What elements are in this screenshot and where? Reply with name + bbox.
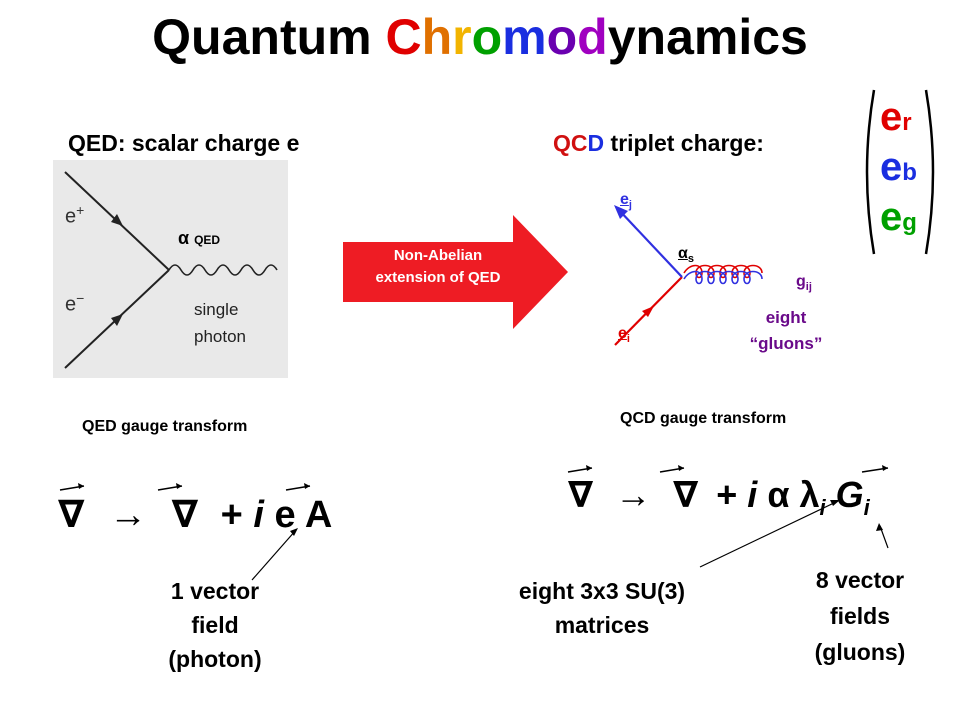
qcd-heading-c: C bbox=[570, 130, 588, 156]
qed-e-plus: e+ bbox=[65, 202, 85, 228]
qcd-heading-d: D bbox=[587, 130, 605, 156]
qed-transform-label: QED gauge transform bbox=[82, 418, 248, 435]
nabla-symbol-2: ∇ bbox=[673, 474, 699, 515]
charge-blue: eb bbox=[880, 145, 917, 189]
qed-diagram-lines bbox=[64, 171, 278, 369]
qcd-gluon-label: eight“gluons” bbox=[749, 308, 823, 353]
title-segment: Quantum bbox=[152, 9, 386, 65]
qcd-gij: gij bbox=[796, 273, 812, 294]
title-segment: ynamics bbox=[607, 9, 808, 65]
qcd-coupling: αs bbox=[678, 245, 694, 266]
qed-heading: QED: scalar charge e bbox=[68, 130, 300, 156]
arrow-symbol: → bbox=[109, 494, 148, 536]
title-segment: r bbox=[452, 9, 472, 65]
qcd-diagram: ej ei αs gij eight“gluons” bbox=[590, 185, 840, 360]
qcd-heading: QCD triplet charge: bbox=[553, 130, 764, 157]
qcd-heading-rest: triplet charge: bbox=[604, 130, 764, 156]
title-segment: C bbox=[385, 9, 422, 65]
qcd-heading-q: Q bbox=[553, 130, 571, 156]
qed-vector-arrows bbox=[59, 483, 311, 491]
qcd-ei: ei bbox=[618, 325, 630, 346]
nabla-symbol: ∇ bbox=[58, 494, 85, 536]
title-segment: o bbox=[546, 9, 578, 65]
charge-red: er bbox=[880, 95, 912, 139]
title-segment: d bbox=[577, 9, 608, 65]
title-segment: m bbox=[502, 9, 547, 65]
qed-equation: ∇ → ∇ + i e A bbox=[58, 494, 333, 536]
qed-e-minus: e− bbox=[65, 290, 85, 316]
color-charge-vector: er eb eg bbox=[856, 86, 944, 258]
qcd-note-matrices: eight 3x3 SU(3)matrices bbox=[518, 578, 686, 638]
qcd-diagram-lines bbox=[614, 205, 763, 346]
qcd-vector-arrows bbox=[567, 465, 889, 473]
vector-brackets bbox=[865, 89, 935, 255]
title-segment: h bbox=[421, 9, 453, 65]
qcd-ej: ej bbox=[620, 191, 632, 212]
qcd-transform-label: QCD gauge transform bbox=[620, 410, 787, 427]
page-title: Quantum Chromodynamics bbox=[0, 8, 960, 66]
qcd-equation: ∇ → ∇ + i α λi Gi bbox=[568, 474, 870, 521]
nabla-symbol: ∇ bbox=[568, 474, 594, 515]
nabla-symbol-2: ∇ bbox=[171, 494, 199, 536]
qed-coupling: α QED bbox=[178, 228, 221, 248]
arrow-symbol: → bbox=[615, 474, 652, 515]
arrow-shape bbox=[343, 215, 568, 329]
charge-green: eg bbox=[880, 195, 917, 239]
title-segment: o bbox=[471, 9, 503, 65]
